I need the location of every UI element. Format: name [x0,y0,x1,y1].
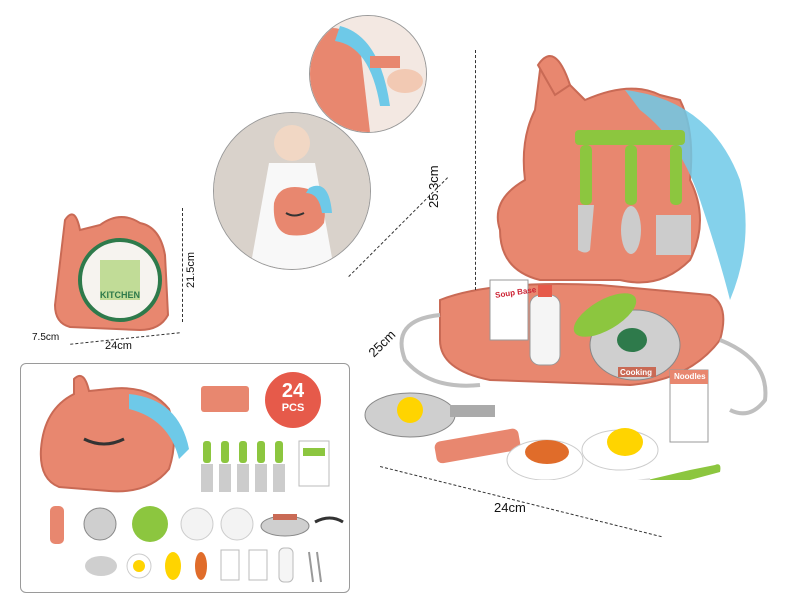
noodles-label: Noodles [674,372,706,381]
count-badge: 24 PCS [265,372,321,428]
photo-comb-closeup [309,15,427,133]
small-case-illustration [40,205,190,345]
photo-girl-with-bag [213,112,371,270]
main-width-label: 24cm [494,500,526,515]
count-badge-unit: PCS [281,402,305,414]
panel-items-row-2 [45,504,345,544]
main-unicorn-kitchen-illustration [350,40,780,492]
panel-items-row-3 [81,544,341,586]
contents-panel: 24 PCS [20,363,350,593]
panel-rack-item [201,386,249,412]
main-height-line [475,50,477,290]
count-badge-number: 24 [281,380,305,402]
panel-utensils-row [199,436,339,496]
small-case-kitchen-label: KITCHEN [100,290,140,300]
small-case-height-line [182,208,184,322]
cooking-label: Cooking [620,368,652,377]
small-case-depth-label: 7.5cm [32,332,60,343]
small-case-width-label: 24cm [105,340,132,352]
panel-unicorn-case [29,369,194,499]
small-case-height-label: 21.5cm [185,251,197,288]
